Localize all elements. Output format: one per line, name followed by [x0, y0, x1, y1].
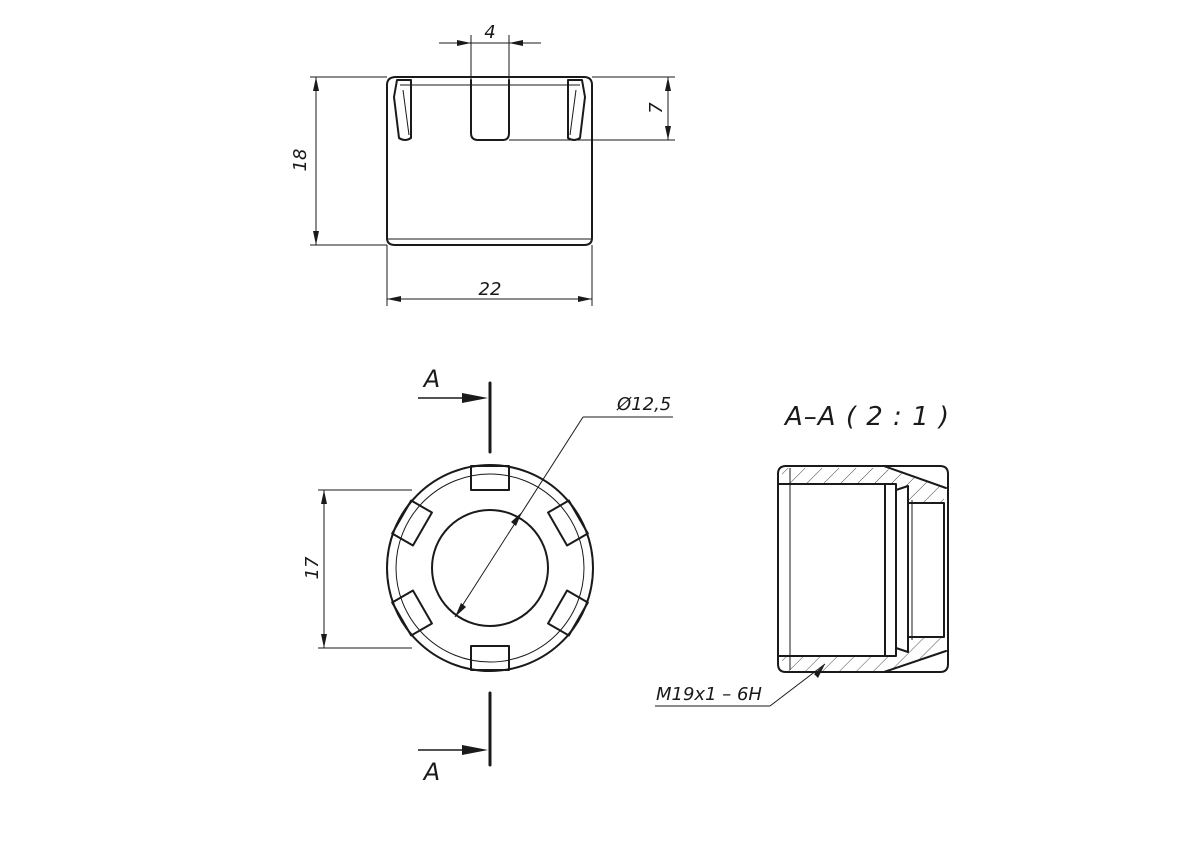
section-chamfer-top: [883, 465, 947, 489]
section-hatch-top: [782, 468, 944, 503]
dim-slot-depth-text: 7: [646, 102, 667, 114]
dimension-slot-width: 4: [439, 22, 541, 80]
dimension-width: 22: [386, 245, 593, 306]
section-outer-contour: [777, 465, 949, 673]
dim-width-text: 22: [479, 279, 502, 300]
top-view-bore-circle: [431, 509, 549, 627]
dim-inner-span-text: 17: [302, 556, 323, 579]
dim-bore-diameter-text: Ø12,5: [616, 394, 671, 415]
dim-slot-width-text: 4: [484, 22, 495, 43]
top-view-slot-6: [391, 499, 433, 547]
thread-spec-text: M19x1 – 6H: [656, 684, 762, 705]
top-view-slots: [391, 465, 589, 671]
dimension-inner-span: 17: [302, 489, 412, 649]
dimension-bore-diameter: Ø12,5: [454, 394, 673, 618]
cut-label-top: A: [422, 365, 440, 393]
section-cone: [907, 502, 945, 638]
top-view-slot-5: [391, 589, 433, 637]
section-chamfer-bottom: [883, 650, 947, 673]
thread-leader: M19x1 – 6H: [655, 663, 826, 707]
section-title: A–A ( 2 : 1 ): [783, 402, 950, 432]
top-view-chamfer-circle: [395, 473, 585, 663]
section-step: [895, 485, 909, 653]
front-slot-right-edge: [569, 89, 577, 136]
dimension-slot-depth: 7: [509, 76, 675, 141]
top-view-slot-4: [470, 645, 510, 671]
top-view-slot-2: [547, 499, 589, 547]
section-groove: [884, 483, 897, 657]
cutting-plane: A A: [418, 365, 492, 786]
section-view: A–A ( 2 : 1 ): [777, 402, 950, 673]
top-view-slot-1: [470, 465, 510, 491]
front-slot-center: [470, 79, 510, 141]
front-slot-left-edge: [402, 89, 410, 136]
front-slot-left: [393, 79, 412, 141]
dimension-height: 18: [290, 76, 387, 246]
dim-height-text: 18: [290, 149, 311, 172]
section-hatch-bottom: [782, 637, 944, 671]
cut-label-bottom: A: [422, 758, 440, 786]
top-view-outer-circle: [386, 464, 594, 672]
top-view: [386, 464, 594, 672]
front-view: [386, 76, 593, 246]
top-view-slot-3: [547, 589, 589, 637]
front-body-outline: [386, 76, 593, 246]
